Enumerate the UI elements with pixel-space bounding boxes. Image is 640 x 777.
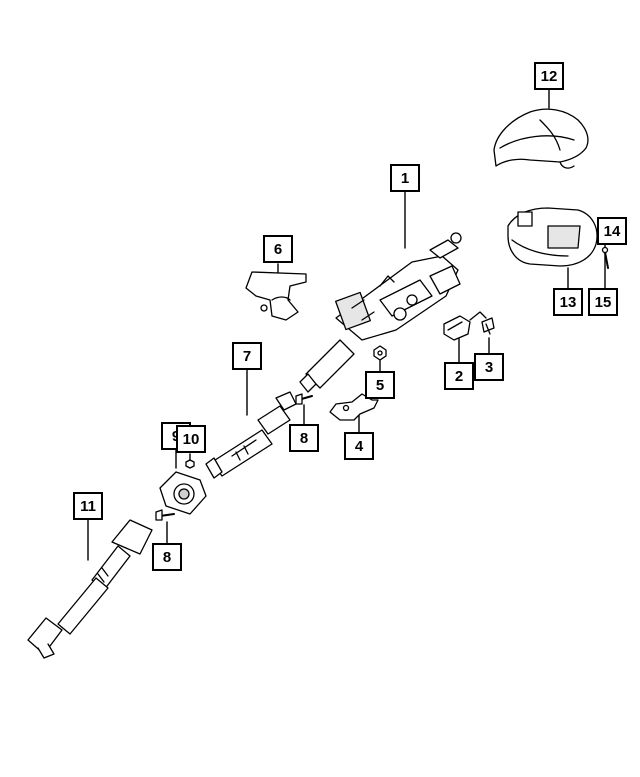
nut-5 (373, 345, 387, 361)
callout-2: 2 (444, 362, 474, 390)
steering-column (299, 232, 462, 393)
lower-shroud (507, 207, 598, 267)
callout-10: 10 (176, 425, 206, 453)
callout-14: 14 (597, 217, 627, 245)
shroud-screw (601, 246, 609, 269)
upper-shroud (493, 108, 589, 169)
callout-5: 5 (365, 371, 395, 399)
callout-8-lower: 8 (152, 543, 182, 571)
dash-seal-plate (159, 471, 207, 515)
lower-steering-shaft (27, 519, 153, 659)
nut-10 (185, 459, 195, 469)
bolt-8-lower (155, 509, 175, 521)
callout-15: 15 (588, 288, 618, 316)
bolt-8-upper (295, 393, 313, 405)
callout-11: 11 (73, 492, 103, 520)
column-bracket (245, 271, 307, 321)
callout-8-upper: 8 (289, 424, 319, 452)
callout-12: 12 (534, 62, 564, 90)
callout-13: 13 (553, 288, 583, 316)
callout-7: 7 (232, 342, 262, 370)
bracket-4 (329, 393, 379, 421)
screw-3 (481, 317, 495, 335)
callout-4: 4 (344, 432, 374, 460)
callout-3: 3 (474, 353, 504, 381)
callout-6: 6 (263, 235, 293, 263)
switch-component (443, 311, 487, 341)
intermediate-shaft (205, 391, 297, 479)
callout-1: 1 (390, 164, 420, 192)
